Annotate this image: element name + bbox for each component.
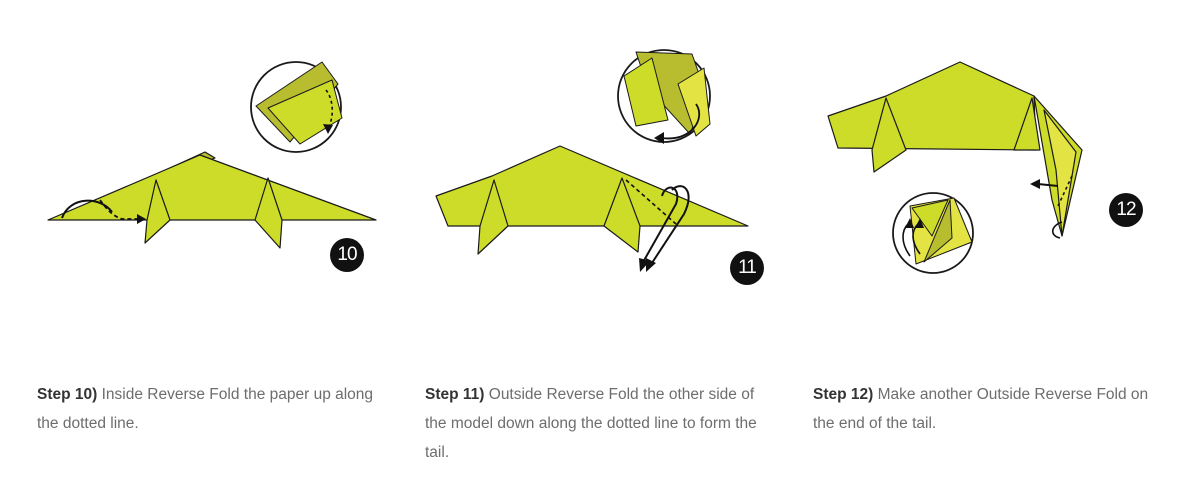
- step-11-diagram: [435, 49, 749, 272]
- step-caption: Step 11) Outside Reverse Fold the other …: [425, 380, 775, 467]
- step-text: Outside Reverse Fold the other side of t…: [425, 386, 757, 461]
- detail-flap-tip: [677, 67, 711, 137]
- front-leg: [477, 179, 509, 255]
- detail-flap-light: [267, 79, 343, 145]
- fold-arc: [61, 199, 113, 219]
- step-number-badge: 12: [1109, 193, 1143, 227]
- detail-arrow-head-2: [915, 218, 924, 228]
- step-number-badge: 10: [330, 238, 364, 272]
- back-leg: [254, 177, 283, 249]
- body-shape: [827, 61, 1037, 151]
- front-leg: [144, 179, 171, 244]
- body-shape: [435, 145, 749, 227]
- step-label: Step 10): [37, 386, 98, 403]
- curl-arc: [1051, 221, 1063, 239]
- back-leg: [603, 177, 641, 253]
- detail-flap-dark: [923, 199, 953, 263]
- step-number-badge: 11: [730, 251, 764, 285]
- step-caption: Step 10) Inside Reverse Fold the paper u…: [37, 380, 387, 438]
- fold-arrow-line: [1037, 183, 1059, 187]
- step-text: Inside Reverse Fold the paper up along t…: [37, 386, 374, 432]
- detail-arrow-head: [654, 132, 664, 144]
- fold-arrow-1: [649, 185, 690, 267]
- detail-flap-light: [623, 57, 669, 127]
- step-text: Make another Outside Reverse Fold on the…: [813, 386, 1149, 432]
- detail-arrow-head-1: [905, 218, 914, 228]
- step-11-panel: 11 Step 11) Outside Reverse Fold the oth…: [400, 0, 800, 500]
- front-leg: [871, 97, 907, 173]
- arrow-head: [137, 214, 146, 224]
- detail-curved-arrow: [661, 103, 701, 140]
- step-10-diagram: [47, 61, 377, 249]
- step-12-diagram: [827, 61, 1083, 274]
- step-label: Step 11): [425, 386, 485, 403]
- step-caption: Step 12) Make another Outside Reverse Fo…: [813, 380, 1163, 438]
- body-shape: [47, 154, 377, 221]
- arrow-head-2: [639, 258, 650, 272]
- dotted-fold-line: [99, 199, 140, 220]
- tail-inner: [1043, 109, 1077, 237]
- step-10-panel: 10 Step 10) Inside Reverse Fold the pape…: [0, 0, 400, 500]
- detail-arrow-head: [323, 124, 333, 134]
- detail-flap-mid: [911, 199, 949, 237]
- fold-arrow-2: [641, 186, 679, 265]
- back-leg: [1013, 97, 1041, 151]
- arrow-head: [1030, 179, 1040, 189]
- step-12-panel: 12 Step 12) Make another Outside Reverse…: [800, 0, 1200, 500]
- step-label: Step 12): [813, 386, 874, 403]
